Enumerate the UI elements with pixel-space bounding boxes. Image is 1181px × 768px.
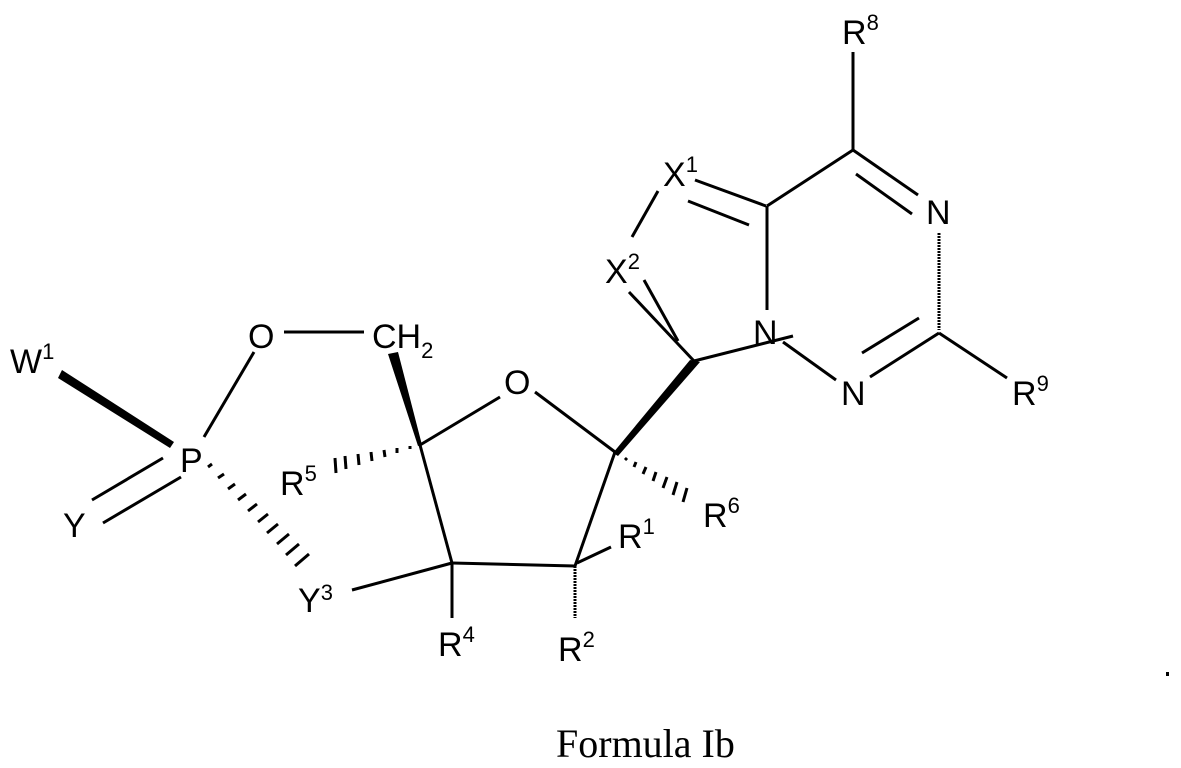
double-bond-x1-c-a bbox=[694, 178, 767, 208]
bond-y3-c4 bbox=[351, 561, 453, 592]
atom-r8: R8 bbox=[842, 10, 879, 52]
bond-o-sugar-c1 bbox=[534, 390, 616, 454]
formula-caption: Formula Ib bbox=[556, 721, 735, 766]
bond-x2-x1 bbox=[630, 190, 660, 238]
bond-c2-c3 bbox=[451, 561, 576, 568]
double-bond-c-x2-a bbox=[627, 290, 696, 363]
atom-r6: R6 bbox=[703, 493, 740, 535]
bond-c2-r1 bbox=[576, 545, 612, 565]
atom-y: Y bbox=[63, 507, 86, 545]
bond-c1-c2 bbox=[573, 451, 617, 567]
bond-c3-c4 bbox=[418, 444, 454, 564]
double-bond-c-n-top-b bbox=[855, 172, 913, 216]
atom-x1: X1 bbox=[663, 152, 698, 194]
wedge-bond-ch2-c bbox=[388, 352, 422, 446]
double-bond-c-n-bottom-a bbox=[869, 331, 940, 379]
double-bond-c-n-top-a bbox=[852, 148, 919, 197]
atom-o-ring: O bbox=[248, 318, 274, 356]
atom-r5: R5 bbox=[280, 461, 317, 503]
bond-n-bridge-n-bottom bbox=[782, 340, 837, 382]
atom-o-sugar: O bbox=[504, 364, 530, 402]
hashed-bond-c-r5 bbox=[333, 446, 412, 474]
stray-dot bbox=[1166, 672, 1169, 676]
wedge-bond-c1-base bbox=[613, 360, 700, 456]
atom-x2: X2 bbox=[605, 249, 640, 291]
atom-n-bottom: N bbox=[841, 375, 866, 413]
atom-n-bridge: N bbox=[753, 314, 778, 352]
double-bond-x1-c-b bbox=[687, 199, 750, 227]
double-bond-p-y-a bbox=[91, 456, 164, 502]
wedge-bond-w1-p bbox=[58, 370, 174, 448]
atom-ch2: CH2 bbox=[372, 318, 433, 363]
bond-c-r9 bbox=[938, 331, 1008, 380]
atom-p: P bbox=[180, 442, 203, 480]
atom-r2: R2 bbox=[558, 627, 595, 669]
double-bond-c-n-bottom-b bbox=[861, 316, 920, 355]
atom-r9: R9 bbox=[1012, 371, 1049, 413]
atom-r4: R4 bbox=[438, 622, 475, 664]
bond-c-c-r8 bbox=[766, 148, 854, 208]
atom-w1: W1 bbox=[10, 339, 54, 381]
hashed-bond-c1-r6 bbox=[623, 456, 689, 503]
hashed-bond-p-y3 bbox=[207, 462, 310, 568]
bond-p-o bbox=[202, 351, 256, 438]
bond-c-n-bridge bbox=[693, 334, 794, 363]
double-bond-p-y-b bbox=[102, 475, 182, 525]
atom-n-top: N bbox=[926, 194, 951, 232]
double-bond-c-x2-b bbox=[642, 279, 680, 342]
bond-c-o-sugar bbox=[419, 395, 501, 447]
atom-y3: Y3 bbox=[298, 580, 333, 620]
atom-labels: W1 P Y Y3 O CH2 O R5 R4 R2 R1 R6 X1 X2 N… bbox=[10, 10, 1049, 669]
atom-r1: R1 bbox=[618, 514, 655, 556]
bonds bbox=[58, 52, 1008, 618]
